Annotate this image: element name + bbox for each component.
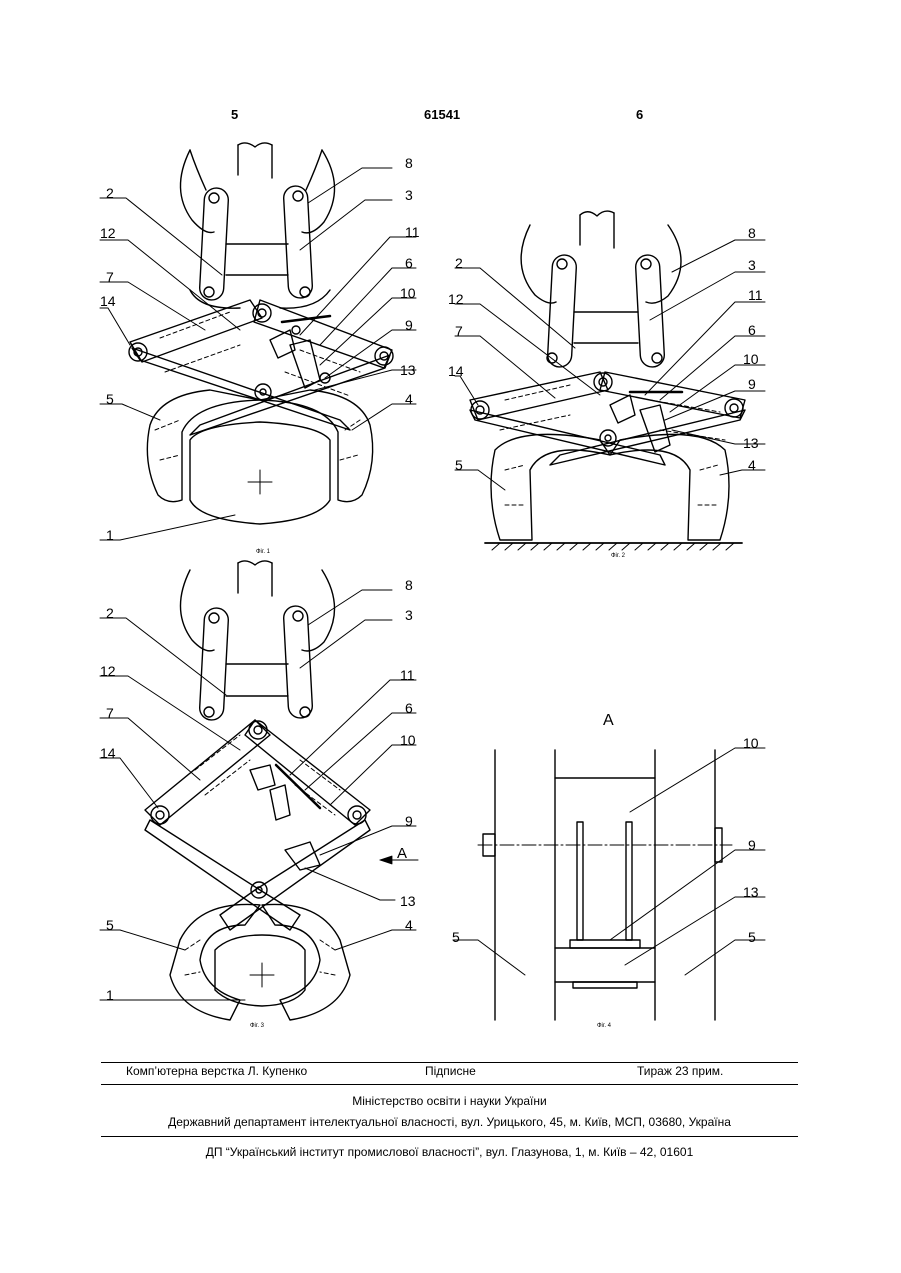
department-address: Державний департамент інтелектуальної вл… xyxy=(101,1115,798,1129)
institute-address: ДП “Український інститут промислової вла… xyxy=(101,1145,798,1159)
svg-text:7: 7 xyxy=(106,269,114,285)
svg-text:9: 9 xyxy=(748,837,756,853)
svg-text:1: 1 xyxy=(106,987,114,1003)
svg-text:13: 13 xyxy=(743,435,759,451)
svg-text:9: 9 xyxy=(405,813,413,829)
svg-text:2: 2 xyxy=(106,185,114,201)
svg-text:13: 13 xyxy=(400,893,416,909)
svg-text:7: 7 xyxy=(455,323,463,339)
svg-text:14: 14 xyxy=(100,745,116,761)
figure-3 xyxy=(100,561,418,1020)
svg-text:A: A xyxy=(603,712,614,729)
fig3-caption: Фіг. 3 xyxy=(250,1023,264,1029)
svg-text:7: 7 xyxy=(106,705,114,721)
svg-text:2: 2 xyxy=(106,605,114,621)
svg-text:6: 6 xyxy=(405,700,413,716)
svg-text:8: 8 xyxy=(405,155,413,171)
typesetting-credit: Комп’ютерна верстка Л. Купенко xyxy=(126,1064,307,1078)
svg-text:10: 10 xyxy=(400,732,416,748)
footer-rule-top xyxy=(101,1062,798,1063)
svg-text:11: 11 xyxy=(405,224,420,240)
svg-text:1: 1 xyxy=(106,527,114,543)
svg-text:10: 10 xyxy=(400,285,416,301)
svg-text:11: 11 xyxy=(400,667,415,683)
signed-note: Підписне xyxy=(425,1064,476,1078)
svg-text:6: 6 xyxy=(405,255,413,271)
footer-rule-middle xyxy=(101,1084,798,1085)
ministry-name: Міністерство освіти і науки України xyxy=(101,1094,798,1108)
svg-text:4: 4 xyxy=(748,457,756,473)
svg-text:3: 3 xyxy=(748,257,756,273)
svg-text:4: 4 xyxy=(405,391,413,407)
svg-text:5: 5 xyxy=(452,929,460,945)
svg-text:3: 3 xyxy=(405,187,413,203)
svg-text:10: 10 xyxy=(743,351,759,367)
svg-text:4: 4 xyxy=(405,917,413,933)
svg-text:9: 9 xyxy=(748,376,756,392)
svg-text:12: 12 xyxy=(448,291,464,307)
svg-text:13: 13 xyxy=(743,884,759,900)
svg-text:2: 2 xyxy=(455,255,463,271)
svg-text:6: 6 xyxy=(748,322,756,338)
svg-text:12: 12 xyxy=(100,225,116,241)
svg-text:5: 5 xyxy=(455,457,463,473)
svg-text:8: 8 xyxy=(748,225,756,241)
fig4-caption: Фіг. 4 xyxy=(597,1023,611,1029)
svg-text:14: 14 xyxy=(100,293,116,309)
svg-text:5: 5 xyxy=(106,391,114,407)
fig1-caption: Фіг. 1 xyxy=(256,549,270,555)
drawings: 832 12116 71014 9135 41 823 12116 71014 … xyxy=(0,0,901,1050)
svg-text:8: 8 xyxy=(405,577,413,593)
svg-text:3: 3 xyxy=(405,607,413,623)
svg-text:12: 12 xyxy=(100,663,116,679)
svg-text:9: 9 xyxy=(405,317,413,333)
circulation-note: Тираж 23 прим. xyxy=(637,1064,723,1078)
svg-text:5: 5 xyxy=(748,929,756,945)
svg-text:A: A xyxy=(397,845,407,862)
fig2-caption: Фіг. 2 xyxy=(611,553,625,559)
figure-2 xyxy=(455,211,765,550)
svg-text:10: 10 xyxy=(743,735,759,751)
svg-text:14: 14 xyxy=(448,363,464,379)
svg-text:11: 11 xyxy=(748,287,763,303)
svg-text:13: 13 xyxy=(400,362,416,378)
footer-rule-bottom xyxy=(101,1136,798,1137)
figure-4 xyxy=(453,748,765,1020)
svg-text:5: 5 xyxy=(106,917,114,933)
figure-1 xyxy=(100,143,416,540)
